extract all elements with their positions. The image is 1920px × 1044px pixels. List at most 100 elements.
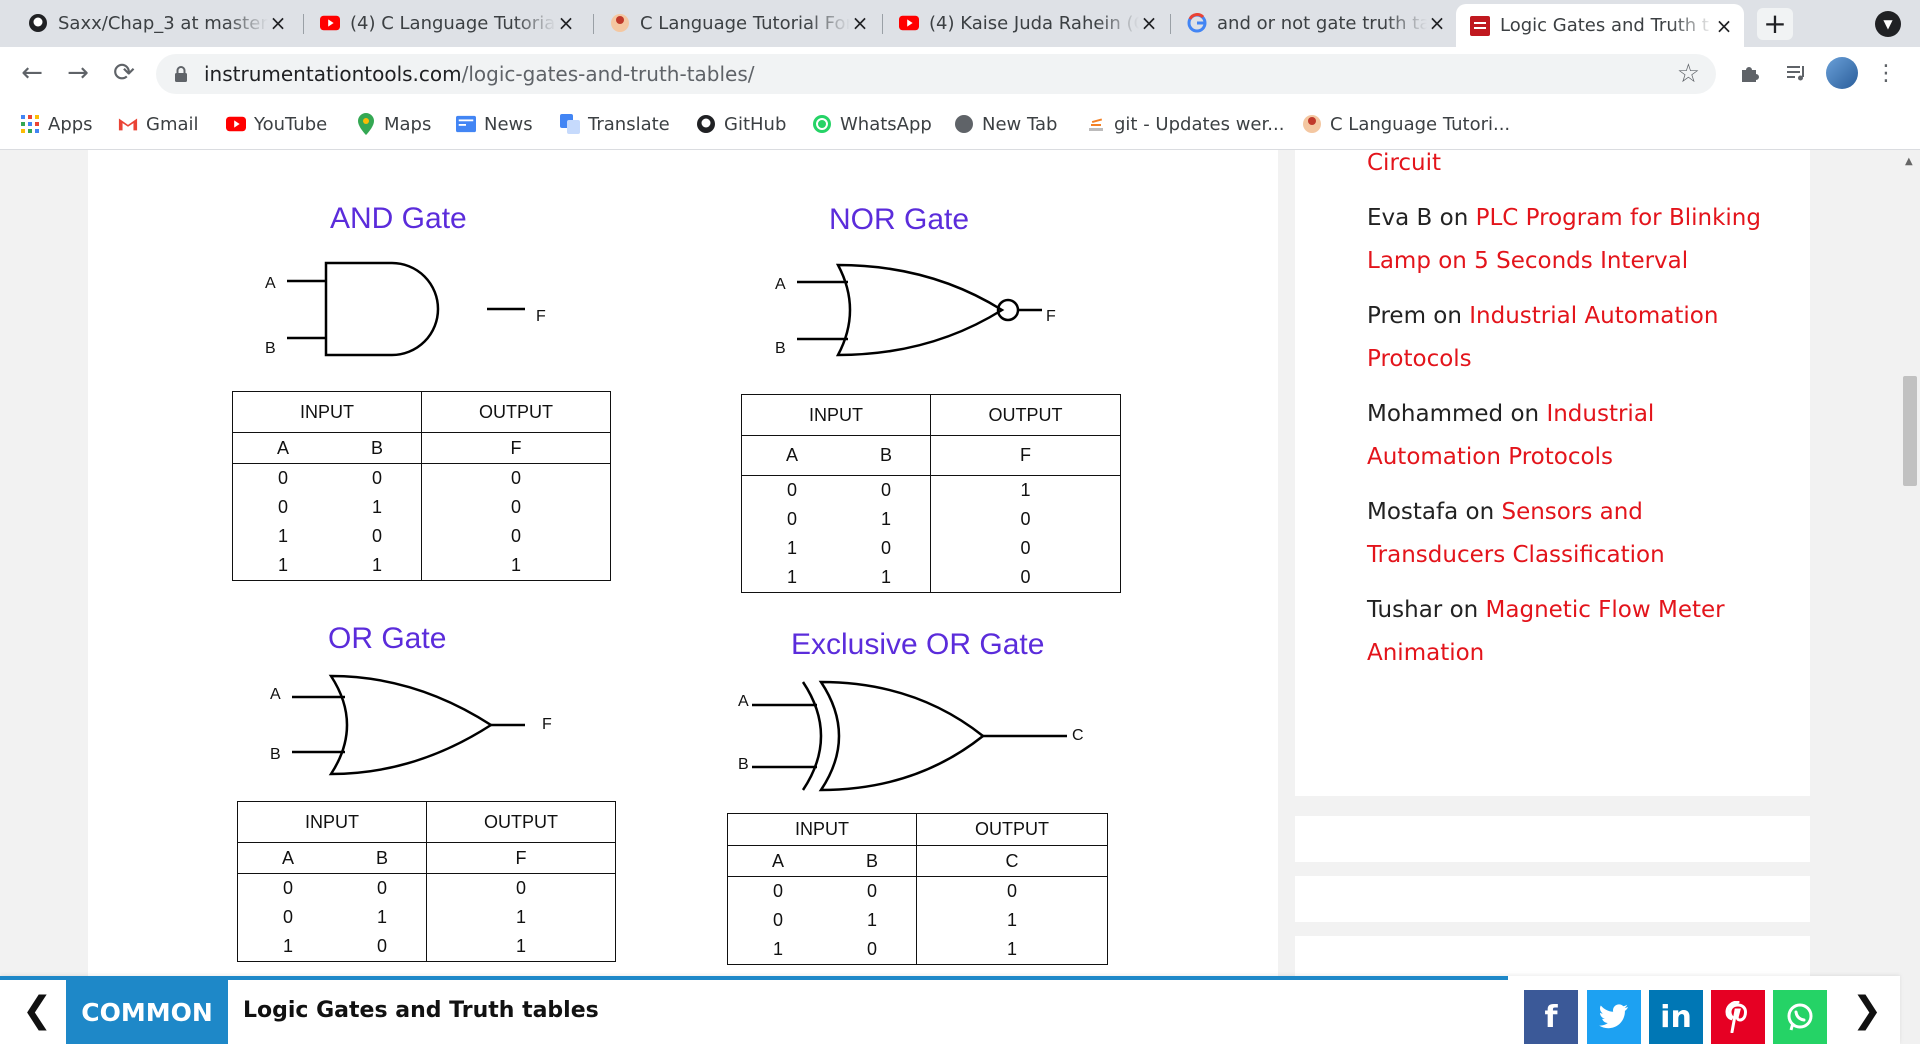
cell: 0 (916, 876, 1108, 906)
reload-icon[interactable]: ⟳ (113, 58, 135, 88)
scroll-up-arrow-icon[interactable]: ▲ (1905, 156, 1913, 167)
bookmark-translate[interactable]: Translate (560, 111, 670, 137)
input-header: INPUT (727, 813, 917, 846)
close-icon[interactable]: × (557, 11, 575, 35)
github-icon (28, 13, 48, 33)
media-playlist-icon[interactable] (1780, 57, 1812, 89)
tab-youtube-c[interactable]: (4) C Language Tutorial × (306, 6, 586, 40)
tab-separator (1170, 14, 1171, 34)
page-scrollbar[interactable]: ▲ (1900, 150, 1920, 1044)
tab-title: (4) C Language Tutorial (350, 12, 556, 34)
bookmark-apps[interactable]: Apps (20, 111, 93, 137)
tab-separator (593, 14, 594, 34)
whatsapp-share-button[interactable] (1773, 990, 1827, 1044)
bookmark-c-tutorial[interactable]: C Language Tutori... (1302, 111, 1510, 137)
bookmark-label: New Tab (982, 113, 1058, 135)
category-badge[interactable]: COMMON (66, 980, 228, 1044)
menu-kebab-icon[interactable]: ⋮ (1875, 60, 1897, 86)
youtube-icon (899, 13, 919, 33)
col-b: B (828, 845, 917, 877)
close-icon[interactable]: × (1715, 13, 1733, 38)
previous-post-chevron-icon[interactable]: ❮ (22, 990, 53, 1031)
close-icon[interactable]: × (1140, 11, 1158, 35)
tab-logic-gates-active[interactable]: Logic Gates and Truth t × (1456, 4, 1744, 47)
facebook-share-button[interactable]: f (1524, 990, 1578, 1044)
browser-toolbar: ← → ⟳ instrumentationtools.com/logic-gat… (0, 47, 1920, 101)
bookmark-github[interactable]: GitHub (696, 111, 786, 137)
cell: 1 (426, 903, 616, 932)
address-bar[interactable]: instrumentationtools.com/logic-gates-and… (156, 54, 1716, 94)
tab-search-icon[interactable]: ▼ (1875, 11, 1901, 37)
bookmark-label: WhatsApp (840, 113, 932, 135)
scrollbar-thumb[interactable] (1903, 376, 1917, 486)
comment-post-link[interactable]: Industrial Automation Protocols (1367, 401, 1655, 470)
cell: 0 (282, 907, 293, 927)
cell: 1 (786, 538, 797, 558)
or-output-label: F (542, 716, 552, 733)
next-post-chevron-icon[interactable]: ❯ (1852, 990, 1883, 1031)
xor-input-a-label: A (738, 693, 749, 710)
cell: 0 (421, 463, 611, 493)
comment-author: Mostafa (1367, 499, 1459, 525)
cell: 0 (786, 480, 797, 500)
twitter-share-button[interactable] (1587, 990, 1641, 1044)
and-gate-symbol (287, 261, 525, 357)
tab-title: Saxx/Chap_3 at master (58, 12, 268, 34)
pinterest-share-button[interactable] (1711, 990, 1765, 1044)
bookmark-gmail[interactable]: Gmail (118, 111, 199, 137)
cell: 1 (880, 567, 891, 587)
new-tab-button[interactable]: + (1757, 8, 1793, 40)
xor-gate-title: Exclusive OR Gate (791, 628, 1045, 661)
tab-youtube-kaise[interactable]: (4) Kaise Juda Rahein (C × (885, 6, 1169, 40)
comment-post-link[interactable]: PLC Program for Blinking Lamp on 5 Secon… (1367, 205, 1761, 274)
and-input-b-label: B (265, 340, 276, 357)
tab-strip: Saxx/Chap_3 at master × (4) C Language T… (0, 0, 1920, 47)
bookmark-git-updates[interactable]: git - Updates wer... (1086, 111, 1284, 137)
profile-avatar[interactable] (1826, 57, 1858, 89)
maps-pin-icon (356, 113, 376, 135)
output-header: OUTPUT (421, 391, 611, 433)
cell: 0 (421, 522, 611, 551)
bookmark-news[interactable]: News (456, 111, 533, 137)
bookmark-label: Maps (384, 113, 432, 135)
col-f: F (421, 432, 611, 464)
tab-google-search[interactable]: and or not gate truth ta × (1173, 6, 1457, 40)
bookmark-new-tab[interactable]: New Tab (954, 111, 1057, 137)
comment-post-link[interactable]: Circuit (1367, 150, 1442, 176)
bookmark-whatsapp[interactable]: WhatsApp (812, 111, 932, 137)
comment-on: on (1510, 401, 1540, 427)
or-input-a-label: A (270, 686, 281, 703)
nor-gate-symbol (797, 263, 1042, 357)
comment-author: Eva B (1367, 205, 1433, 231)
col-b: B (338, 842, 427, 874)
twitter-bird-icon (1599, 1004, 1628, 1029)
bookmark-star-icon[interactable]: ☆ (1676, 59, 1700, 89)
tab-github[interactable]: Saxx/Chap_3 at master × (14, 6, 298, 40)
comment-author: Prem (1367, 303, 1426, 329)
bookmark-label: git - Updates wer... (1114, 113, 1285, 135)
whatsapp-icon (812, 114, 832, 134)
comment-post-link[interactable]: Sensors and Transducers Classification (1367, 499, 1665, 568)
close-icon[interactable]: × (851, 11, 869, 35)
cell: 1 (282, 936, 293, 956)
comment-on: on (1433, 303, 1462, 329)
linkedin-share-button[interactable]: in (1649, 990, 1703, 1044)
close-icon[interactable]: × (1428, 11, 1446, 35)
or-gate-title: OR Gate (328, 622, 447, 655)
comment-on: on (1449, 597, 1479, 623)
close-icon[interactable]: × (269, 11, 287, 35)
comment-post-link[interactable]: Magnetic Flow Meter Animation (1367, 597, 1725, 666)
bookmark-youtube[interactable]: YouTube (226, 111, 327, 137)
youtube-icon (226, 114, 246, 134)
back-arrow-icon[interactable]: ← (21, 58, 43, 88)
forward-arrow-icon[interactable]: → (67, 58, 89, 88)
cell: 1 (277, 526, 288, 546)
github-icon (696, 114, 716, 134)
google-icon (1187, 13, 1207, 33)
tab-separator (303, 14, 304, 34)
comment-post-link[interactable]: Industrial Automation Protocols (1367, 303, 1719, 372)
bookmark-maps[interactable]: Maps (356, 111, 431, 137)
extensions-puzzle-icon[interactable] (1734, 57, 1766, 89)
tab-c-tutorial[interactable]: C Language Tutorial For × (596, 6, 880, 40)
